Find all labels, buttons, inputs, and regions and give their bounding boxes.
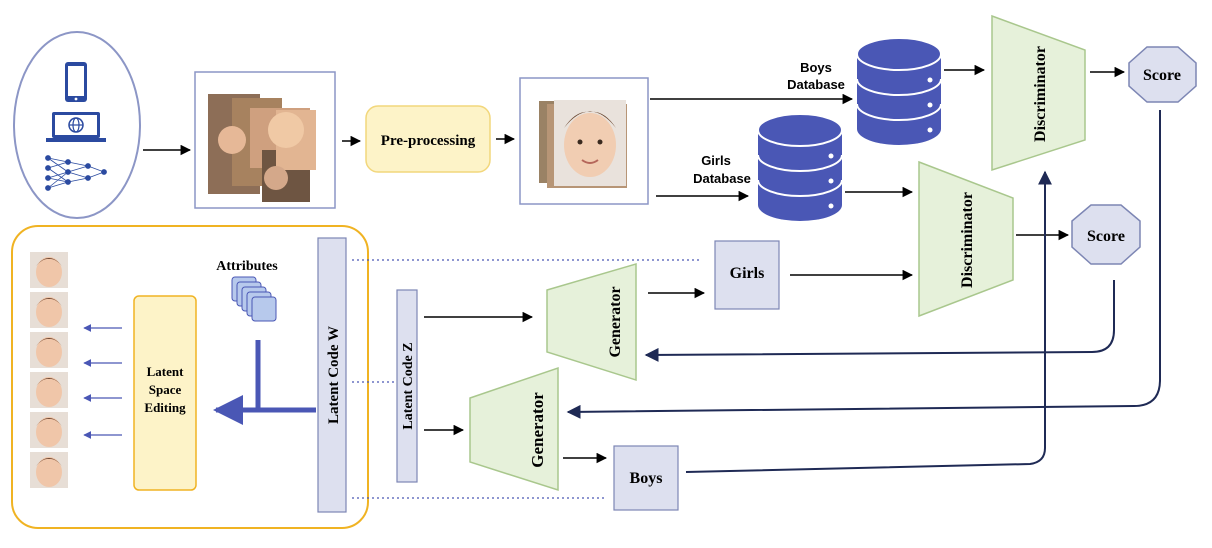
- latent-code-z-bar: Latent Code Z: [396, 289, 418, 483]
- arrow-boys-to-discriminator: [685, 170, 1052, 473]
- latent-code-w-label: Latent Code W: [326, 326, 342, 424]
- generator-boys-label: Generator: [528, 392, 547, 468]
- attributes-stack-icon: [231, 276, 277, 322]
- preprocessing-label: Pre-processing: [381, 133, 476, 149]
- edited-face-6: [30, 452, 68, 488]
- discriminator-boys: Discriminator: [991, 14, 1086, 172]
- edited-face-2: [30, 292, 68, 328]
- boys-database-label-line2: Database: [787, 77, 845, 92]
- edited-faces-column: [30, 252, 68, 488]
- edited-face-1: [30, 252, 68, 288]
- discriminator-girls-label: Discriminator: [959, 192, 976, 288]
- edited-face-3: [30, 332, 68, 368]
- score-top-octagon: Score: [1128, 46, 1197, 103]
- girls-database-label-line1: Girls: [701, 153, 731, 168]
- discriminator-girls: Discriminator: [918, 160, 1014, 318]
- girls-database-label-line2: Database: [693, 171, 751, 186]
- generator-boys: Generator: [469, 366, 559, 492]
- raw-images-collage: [194, 71, 336, 209]
- girls-output-box: Girls: [714, 240, 780, 310]
- boys-output-box: Boys: [613, 445, 679, 511]
- score-bottom-label: Score: [1087, 228, 1125, 245]
- processed-face-stack: [519, 77, 649, 205]
- latent-space-editing-box: Latent Space Editing: [133, 295, 197, 491]
- generator-girls: Generator: [546, 262, 637, 382]
- latent-space-editing-line2: Space: [149, 382, 182, 397]
- neural-network-icon: [45, 155, 107, 191]
- latent-space-editing-line3: Editing: [144, 400, 186, 415]
- boys-output-label: Boys: [630, 470, 663, 487]
- data-source-oval: [13, 31, 141, 219]
- boys-database-label: Boys Database: [787, 60, 845, 92]
- discriminator-boys-label: Discriminator: [1032, 46, 1049, 142]
- edited-face-5: [30, 412, 68, 448]
- attributes-label: Attributes: [216, 259, 278, 274]
- laptop-globe-icon: [46, 112, 106, 142]
- latent-code-w-bar: Latent Code W: [317, 237, 347, 513]
- latent-editing-region: [11, 225, 369, 529]
- latent-space-editing-line1: Latent: [147, 364, 185, 379]
- score-top-label: Score: [1143, 67, 1181, 84]
- boys-database-icon: [856, 37, 942, 145]
- girls-database-icon: [757, 113, 843, 221]
- arrow-score-feedback-boys: [566, 110, 1161, 419]
- preprocessing-box: Pre-processing: [365, 105, 491, 173]
- edited-face-4: [30, 372, 68, 408]
- arrow-score-feedback-girls: [644, 280, 1115, 362]
- boys-database-label-line1: Boys: [800, 60, 832, 75]
- score-bottom-octagon: Score: [1071, 204, 1141, 265]
- generator-girls-label: Generator: [607, 286, 624, 357]
- girls-database-label: Girls Database: [693, 153, 751, 186]
- girls-output-label: Girls: [730, 265, 765, 282]
- tablet-icon: [65, 62, 87, 102]
- latent-code-z-label: Latent Code Z: [401, 342, 416, 429]
